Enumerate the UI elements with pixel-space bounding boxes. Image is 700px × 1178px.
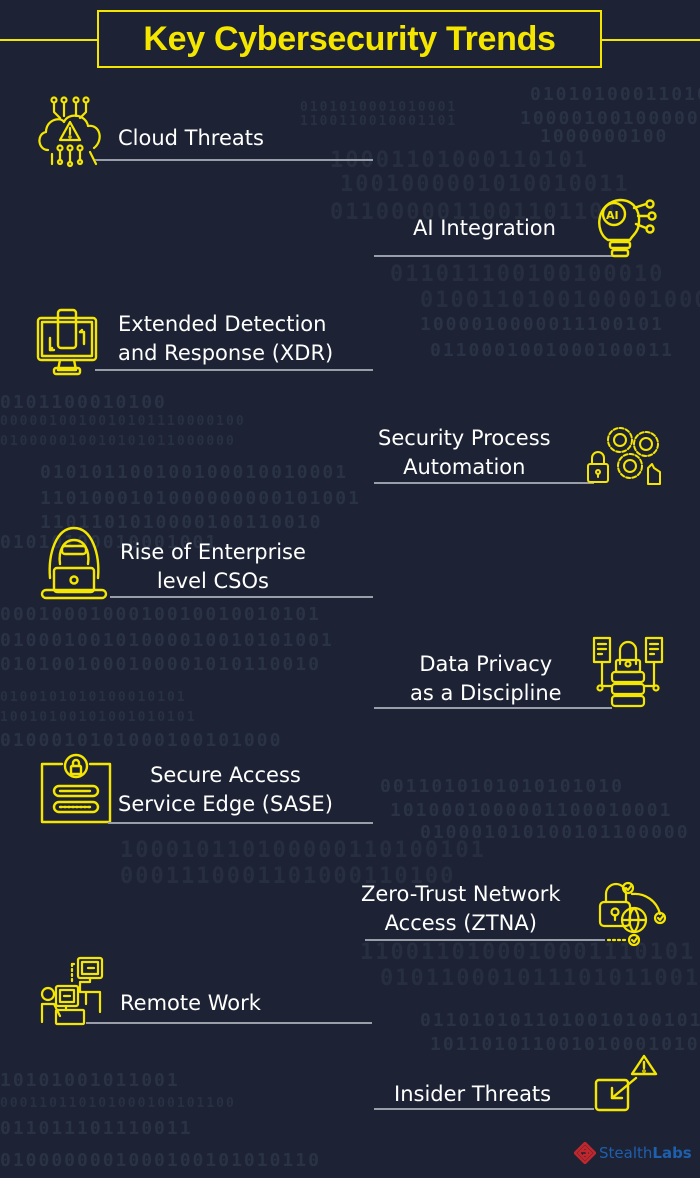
binary-background: 10000100100000: [520, 108, 700, 129]
header-rule-right: [601, 39, 700, 41]
logo-text-part1: Stealth: [599, 1144, 653, 1162]
binary-background: 1000010000011100101: [420, 314, 664, 335]
trend-divider: [108, 822, 373, 824]
trend-divider: [374, 482, 594, 484]
binary-background: 0110001001000100011: [430, 340, 674, 361]
trend-label: Secure Access Service Edge (SASE): [118, 763, 333, 816]
trend-divider: [95, 159, 373, 161]
title-box: Key Cybersecurity Trends: [97, 10, 602, 68]
inward-arrow-warning-icon: [594, 1052, 660, 1112]
binary-background: 011011101110011: [0, 1118, 193, 1139]
logo-text: StealthLabs: [599, 1144, 692, 1162]
trend-label: Rise of Enterprise level CSOs: [120, 540, 306, 593]
trend-divider: [374, 707, 612, 709]
binary-background: 1000000100: [540, 126, 669, 147]
binary-background: 0100000001000100101010110: [0, 1150, 321, 1171]
lock-globe-check-icon: [598, 880, 668, 947]
binary-background: 000110110101000100101100: [0, 1096, 236, 1111]
logo-text-part2: Labs: [652, 1144, 692, 1162]
binary-background: 01010100011010: [530, 84, 700, 105]
binary-background: 0101010001010001: [300, 100, 458, 115]
binary-background: 1100110010001101: [300, 114, 458, 129]
trend-divider: [365, 939, 605, 941]
svg-text:AI: AI: [606, 209, 619, 222]
trend-label: Extended Detection and Response (XDR): [118, 312, 334, 365]
binary-background: 011011100100100010: [390, 262, 665, 287]
trend-label: Data Privacy as a Discipline: [410, 652, 562, 705]
binary-background: 0101001000100001010110010: [0, 654, 321, 675]
binary-background: 0101100010100: [0, 392, 167, 413]
binary-background: 010001010100101100000: [420, 822, 690, 843]
binary-background: 1010001000001100010001: [390, 800, 673, 821]
trend-divider: [95, 369, 373, 371]
stealthlabs-logo: StealthLabs: [574, 1142, 692, 1164]
trend-divider: [374, 255, 614, 257]
trend-divider: [86, 1022, 372, 1024]
binary-background: 0100101010100010101: [0, 690, 187, 705]
binary-background: 10101001011001: [0, 1070, 180, 1091]
trend-label: Cloud Threats: [118, 126, 264, 150]
monitor-phone-sync-icon: [36, 308, 100, 376]
login-lock-window-icon: [40, 753, 112, 824]
trend-divider: [374, 1108, 594, 1110]
header-rule-left: [0, 39, 98, 41]
database-lock-icon: [592, 636, 666, 710]
binary-background: 1101000101000000000101001: [40, 488, 361, 509]
trend-divider: [110, 596, 373, 598]
binary-background: 010000010010101011000000: [0, 434, 236, 449]
binary-background: 01000100101000010010101001: [0, 630, 334, 651]
binary-background: 0110101011010010100101: [420, 1010, 700, 1031]
page-title: Key Cybersecurity Trends: [143, 19, 556, 58]
hooded-hacker-icon: [38, 524, 110, 600]
binary-background: 1001000001010010011: [340, 172, 630, 197]
binary-background: 0100010101000100101000: [0, 730, 283, 751]
remote-worker-icon: [40, 956, 106, 1026]
trend-label: AI Integration: [413, 216, 556, 240]
ai-lightbulb-icon: AI: [590, 192, 662, 264]
binary-background: 0001000100010010010010101: [0, 604, 321, 625]
cloud-warning-icon: [34, 92, 106, 168]
binary-background: 0011010101010101010: [380, 776, 624, 797]
binary-background: 10010100101001010101: [0, 710, 197, 725]
binary-background: 010101100100100010010001: [40, 462, 349, 483]
binary-background: 0000010010010101110000100: [0, 414, 246, 429]
gears-lock-icon: [586, 422, 666, 490]
trend-label: Remote Work: [120, 991, 261, 1015]
trend-label: Insider Threats: [394, 1082, 552, 1106]
binary-background: 010110001011101011001: [380, 966, 700, 991]
stealthlabs-mark-icon: [574, 1142, 596, 1164]
binary-background: 0100110100100001000: [420, 288, 700, 313]
binary-background: 100010110100000110100101: [120, 838, 486, 863]
trend-label: Security Process Automation: [378, 426, 551, 479]
trend-label: Zero-Trust Network Access (ZTNA): [361, 882, 561, 935]
